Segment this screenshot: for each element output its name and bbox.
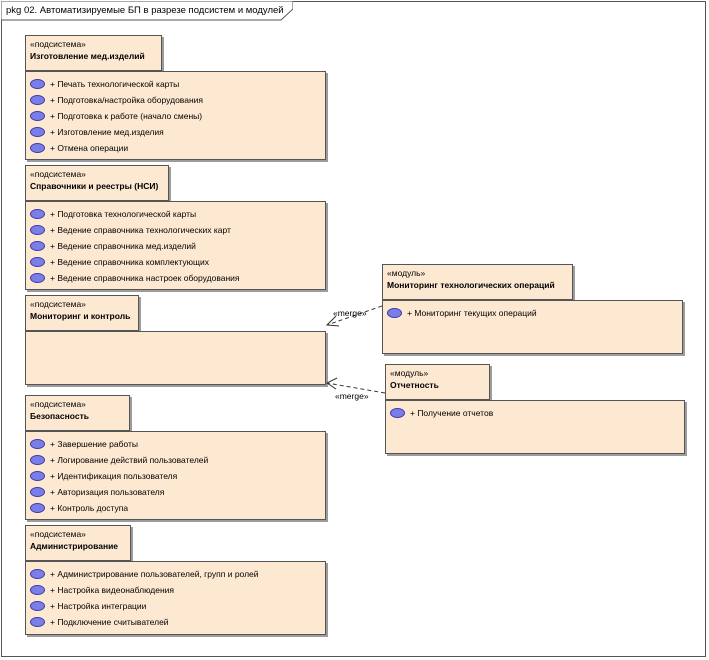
use-case-icon: [30, 487, 45, 497]
list-item[interactable]: + Ведение справочника настроек оборудова…: [30, 270, 325, 286]
package-stereotype: «подсистема»: [30, 399, 86, 409]
list-item[interactable]: + Отмена операции: [30, 140, 325, 156]
use-case-icon: [30, 569, 45, 579]
use-case-icon: [30, 585, 45, 595]
package-stereotype: «подсистема»: [30, 39, 86, 49]
package-stereotype: «подсистема»: [30, 529, 86, 539]
item-label: + Ведение справочника настроек оборудова…: [50, 273, 240, 283]
module-name: Мониторинг технологических операций: [387, 280, 555, 290]
package-tab-manufacturing[interactable]: «подсистема» Изготовление мед.изделий: [25, 35, 162, 71]
module-tab-operations-monitoring[interactable]: «модуль» Мониторинг технологических опер…: [382, 264, 573, 300]
item-label: + Печать технологической карты: [50, 79, 180, 89]
frame-title-tab: [1, 1, 293, 21]
module-stereotype: «модуль»: [390, 368, 429, 378]
list-item[interactable]: + Подготовка технологической карты: [30, 206, 325, 222]
list-item[interactable]: + Ведение справочника комплектующих: [30, 254, 325, 270]
package-tab-reference-data[interactable]: «подсистема» Справочники и реестры (НСИ): [25, 165, 169, 201]
list-item[interactable]: + Подключение считывателей: [30, 614, 325, 630]
item-label: + Настройка интеграции: [50, 601, 147, 611]
use-case-icon: [387, 308, 402, 318]
item-label: + Завершение работы: [50, 439, 139, 449]
package-name: Мониторинг и контроль: [30, 311, 131, 321]
item-label: + Изготовление мед.изделия: [50, 127, 164, 137]
list-item[interactable]: + Мониторинг текущих операций: [387, 305, 682, 321]
use-case-icon: [30, 503, 45, 513]
package-tab-security[interactable]: «подсистема» Безопасность: [25, 395, 130, 431]
use-case-icon: [30, 79, 45, 89]
package-body-reference-data[interactable]: + Подготовка технологической карты + Вед…: [25, 201, 326, 290]
use-case-icon: [30, 111, 45, 121]
package-name: Безопасность: [30, 411, 89, 421]
list-item[interactable]: + Подготовка/настройка оборудования: [30, 92, 325, 108]
use-case-icon: [30, 471, 45, 481]
item-label: + Ведение справочника комплектующих: [50, 257, 209, 267]
package-stereotype: «подсистема»: [30, 299, 86, 309]
item-label: + Получение отчетов: [410, 408, 494, 418]
use-case-icon: [30, 95, 45, 105]
use-case-icon: [30, 439, 45, 449]
package-name: Изготовление мед.изделий: [30, 51, 145, 61]
item-label: + Авторизация пользователя: [50, 487, 165, 497]
list-item[interactable]: + Ведение справочника мед.изделий: [30, 238, 325, 254]
package-name: Администрирование: [30, 541, 119, 551]
item-label: + Логирование действий пользователей: [50, 455, 209, 465]
package-body-monitoring[interactable]: [25, 331, 326, 385]
package-body-manufacturing[interactable]: + Печать технологической карты + Подгото…: [25, 71, 326, 160]
list-item[interactable]: + Ведение справочника технологических ка…: [30, 222, 325, 238]
use-case-icon: [30, 127, 45, 137]
item-label: + Подключение считывателей: [50, 617, 169, 627]
package-body-administration[interactable]: + Администрирование пользователей, групп…: [25, 561, 326, 635]
item-label: + Идентификация пользователя: [50, 471, 178, 481]
item-label: + Ведение справочника мед.изделий: [50, 241, 196, 251]
list-item[interactable]: + Изготовление мед.изделия: [30, 124, 325, 140]
list-item[interactable]: + Логирование действий пользователей: [30, 452, 325, 468]
item-label: + Подготовка/настройка оборудования: [50, 95, 203, 105]
list-item[interactable]: + Подготовка к работе (начало смены): [30, 108, 325, 124]
list-item[interactable]: + Настройка интеграции: [30, 598, 325, 614]
use-case-icon: [30, 209, 45, 219]
use-case-icon: [390, 408, 405, 418]
list-item[interactable]: + Идентификация пользователя: [30, 468, 325, 484]
list-item[interactable]: + Завершение работы: [30, 436, 325, 452]
use-case-icon: [30, 601, 45, 611]
use-case-icon: [30, 257, 45, 267]
module-stereotype: «модуль»: [387, 268, 426, 278]
list-item[interactable]: + Авторизация пользователя: [30, 484, 325, 500]
module-body-reporting[interactable]: + Получение отчетов: [385, 400, 685, 454]
frame-title: pkg 02. Автоматизируемые БП в разрезе по…: [6, 5, 284, 16]
list-item[interactable]: + Печать технологической карты: [30, 76, 325, 92]
module-tab-reporting[interactable]: «модуль» Отчетность: [385, 364, 490, 400]
list-item[interactable]: + Администрирование пользователей, групп…: [30, 566, 325, 582]
list-item[interactable]: + Получение отчетов: [390, 405, 684, 421]
item-label: + Подготовка технологической карты: [50, 209, 197, 219]
item-label: + Настройка видеонаблюдения: [50, 585, 174, 595]
use-case-icon: [30, 617, 45, 627]
item-label: + Контроль доступа: [50, 503, 129, 513]
package-tab-monitoring[interactable]: «подсистема» Мониторинг и контроль: [25, 295, 139, 331]
use-case-icon: [30, 455, 45, 465]
list-item[interactable]: + Настройка видеонаблюдения: [30, 582, 325, 598]
package-tab-administration[interactable]: «подсистема» Администрирование: [25, 525, 131, 561]
use-case-icon: [30, 273, 45, 283]
use-case-icon: [30, 241, 45, 251]
package-name: Справочники и реестры (НСИ): [30, 181, 159, 191]
list-item[interactable]: + Контроль доступа: [30, 500, 325, 516]
package-body-security[interactable]: + Завершение работы + Логирование действ…: [25, 431, 326, 520]
item-label: + Отмена операции: [50, 143, 129, 153]
item-label: + Подготовка к работе (начало смены): [50, 111, 203, 121]
module-body-operations-monitoring[interactable]: + Мониторинг текущих операций: [382, 300, 683, 354]
use-case-icon: [30, 225, 45, 235]
item-label: + Администрирование пользователей, групп…: [50, 569, 259, 579]
use-case-icon: [30, 143, 45, 153]
package-stereotype: «подсистема»: [30, 169, 86, 179]
item-label: + Ведение справочника технологических ка…: [50, 225, 231, 235]
item-label: + Мониторинг текущих операций: [407, 308, 537, 318]
merge-label: «merge»: [335, 391, 369, 401]
module-name: Отчетность: [390, 380, 439, 390]
merge-label: «merge»: [333, 308, 367, 318]
